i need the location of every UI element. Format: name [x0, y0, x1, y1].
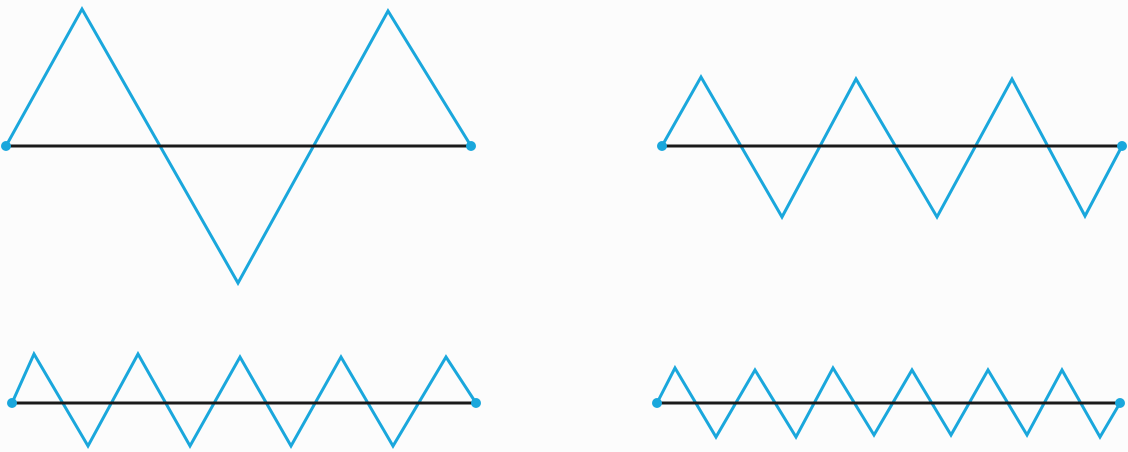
panel-3-zigzag: [10, 350, 478, 450]
panel-2-left-endpoint: [657, 141, 667, 151]
panel-2-right-endpoint: [1117, 141, 1127, 151]
panel-4: [652, 364, 1125, 441]
panel-1-zigzag: [4, 5, 473, 287]
panel-1-right-endpoint: [466, 141, 476, 151]
panel-1: [1, 5, 476, 287]
panel-2: [657, 73, 1127, 221]
panel-2-zigzag: [660, 73, 1124, 221]
panel-3-right-endpoint: [471, 398, 481, 408]
panel-4-left-endpoint: [652, 398, 662, 408]
panel-1-left-endpoint: [1, 141, 11, 151]
panel-4-right-endpoint: [1115, 398, 1125, 408]
panel-3-left-endpoint: [7, 398, 17, 408]
panel-3: [7, 350, 481, 450]
